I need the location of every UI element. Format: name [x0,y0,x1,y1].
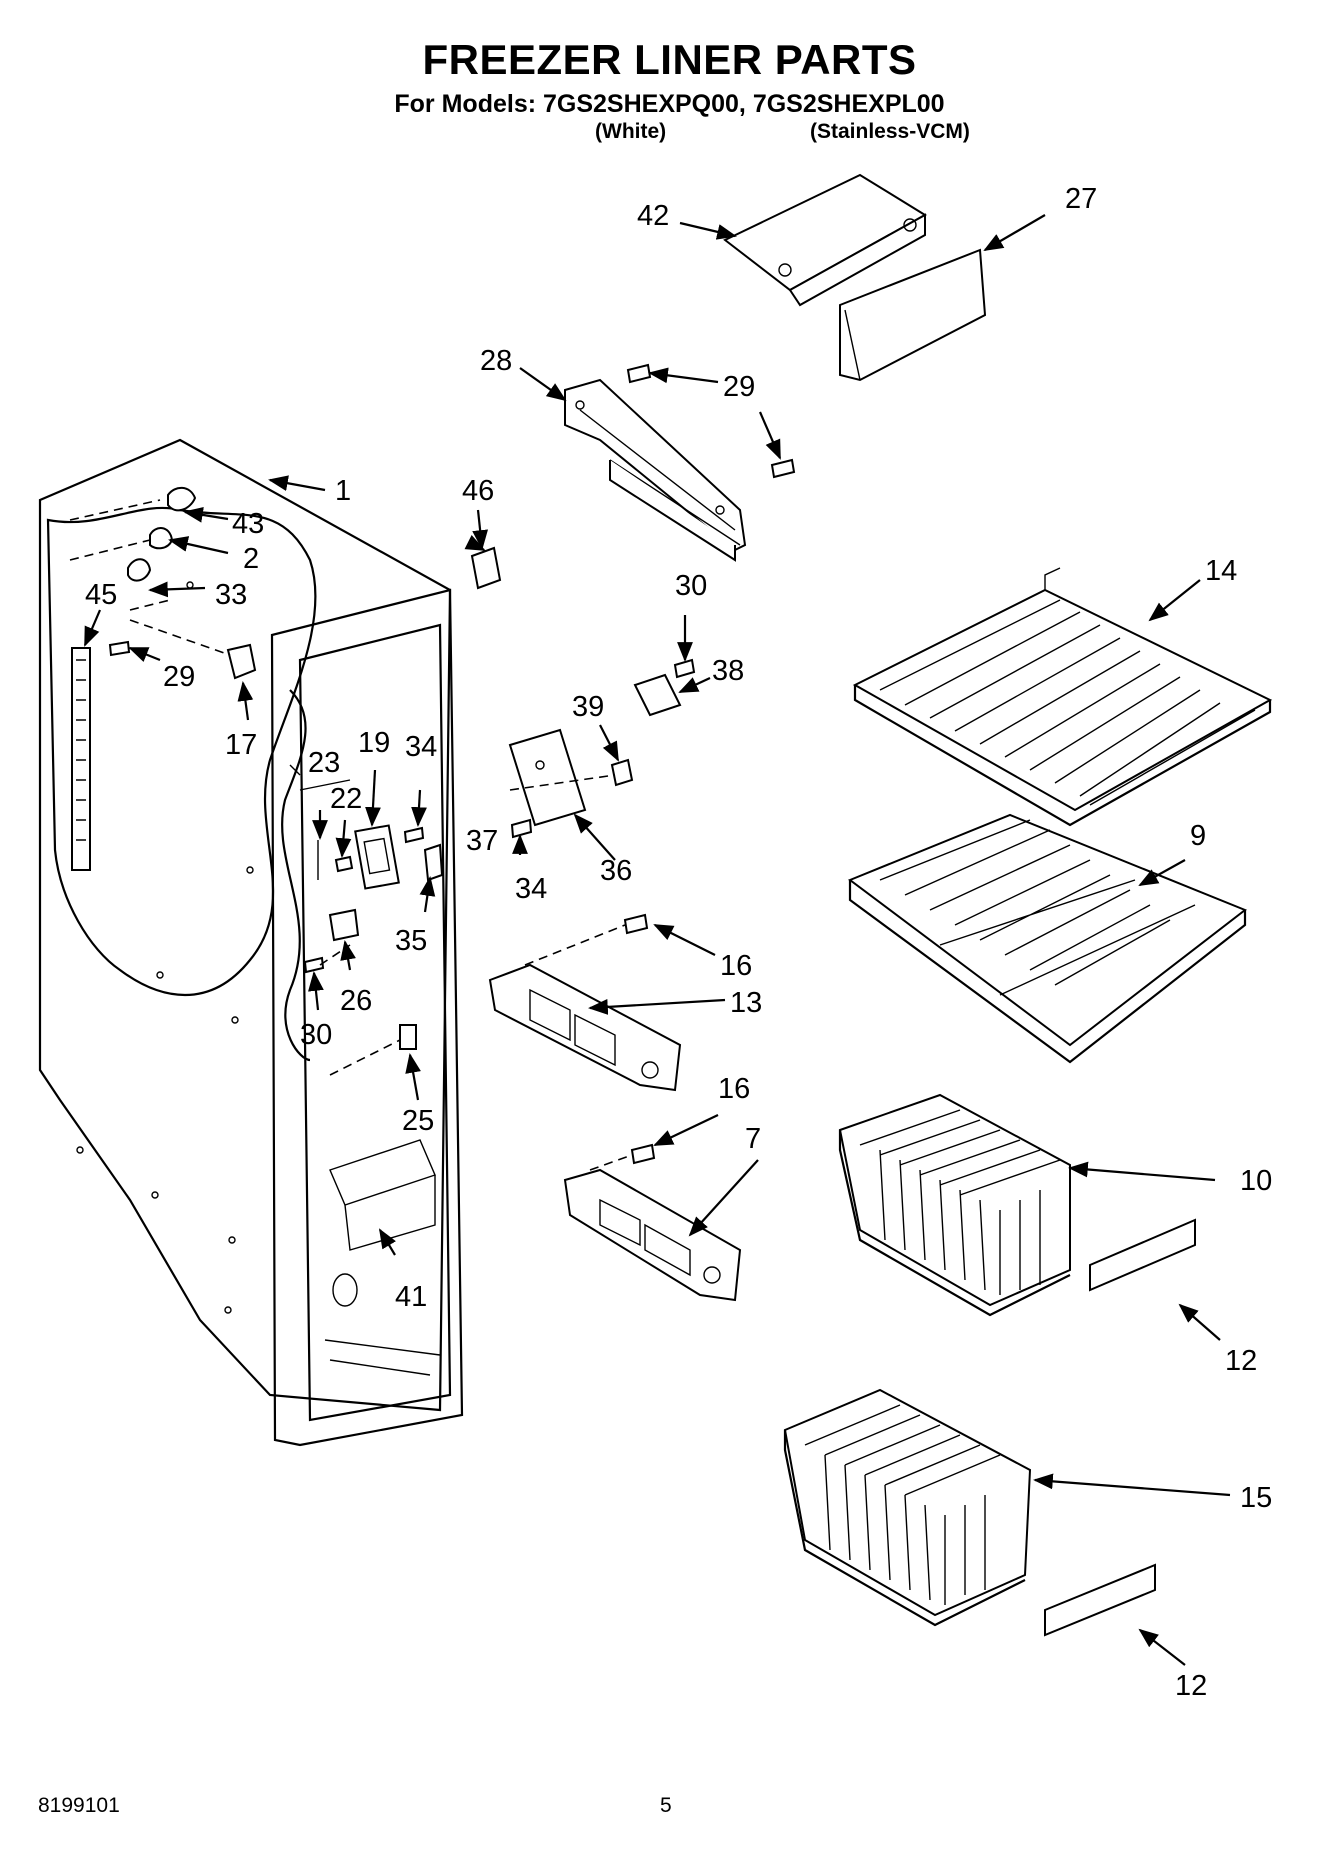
callout-16-upper: 16 [720,950,752,982]
callout-10: 10 [1240,1165,1272,1197]
part-7-trim [563,1143,742,1302]
callout-17: 17 [225,729,257,761]
part-13-trim [488,913,682,1092]
document-number: 8199101 [38,1794,120,1817]
callout-19: 19 [358,727,390,759]
part-42-hinge-cover [723,173,927,307]
callout-29-right: 29 [723,371,755,403]
callout-7: 7 [745,1123,761,1155]
variant-stainless: (Stainless-VCM) [810,120,970,143]
callout-34-right: 34 [515,873,547,905]
callout-33: 33 [215,579,247,611]
callout-arrows [83,214,1231,1666]
callout-43: 43 [232,508,264,540]
part-10-basket [838,1093,1196,1317]
callout-39: 39 [572,691,604,723]
part-15-basket [783,1388,1156,1637]
callout-36: 36 [600,855,632,887]
callout-1: 1 [335,475,351,507]
callout-45: 45 [85,579,117,611]
part-9-shelf [847,813,1247,1064]
callout-26: 26 [340,985,372,1017]
page-title: FREEZER LINER PARTS [422,36,917,83]
part-28-bracket [564,363,796,562]
callout-42: 42 [637,200,669,232]
variant-white: (White) [595,120,667,143]
part-14-shelf [852,567,1273,827]
callout-13: 13 [730,987,762,1019]
callout-23: 23 [308,747,340,779]
callout-35: 35 [395,925,427,957]
callout-12-lower: 12 [1175,1670,1207,1702]
callout-12-upper: 12 [1225,1345,1257,1377]
callout-15: 15 [1240,1482,1272,1514]
callout-9: 9 [1190,820,1206,852]
callout-16-lower: 16 [718,1073,750,1105]
callout-22: 22 [330,783,362,815]
models-line: For Models: 7GS2SHEXPQ00, 7GS2SHEXPL00 [394,90,945,118]
callout-38: 38 [712,655,744,687]
callout-28: 28 [480,345,512,377]
callout-29: 29 [163,661,195,693]
freezer-liner-cabinet [38,438,502,1447]
callout-34-left: 34 [405,731,437,763]
callout-30-top: 30 [675,570,707,602]
part-27-panel [839,248,987,382]
callout-14: 14 [1205,555,1237,587]
callout-27: 27 [1065,183,1097,215]
control-assembly [508,658,696,839]
callout-37: 37 [466,825,498,857]
callout-46: 46 [462,475,494,507]
callout-25: 25 [402,1105,434,1137]
callout-2: 2 [243,543,259,575]
callout-labels: 1 43 2 33 45 29 17 19 34 23 22 35 26 30 … [85,183,1272,1702]
callout-30-left: 30 [300,1019,332,1051]
callout-41: 41 [395,1281,427,1313]
page-number: 5 [660,1794,672,1817]
